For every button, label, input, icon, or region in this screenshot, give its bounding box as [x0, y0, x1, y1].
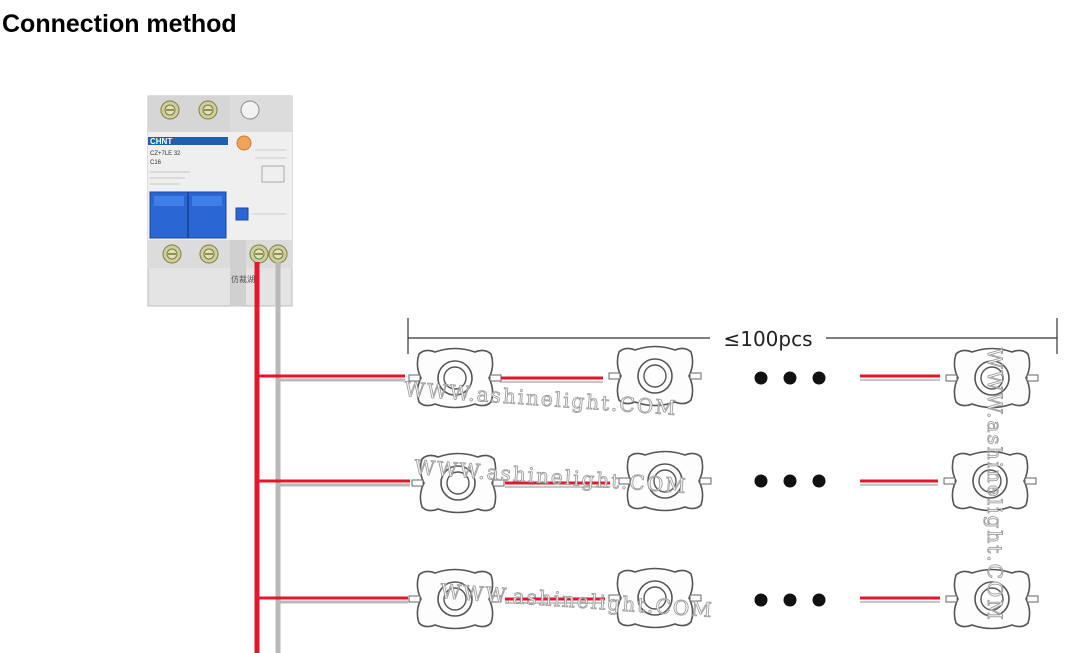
ellipsis-dot-icon [754, 474, 768, 488]
ellipsis-dot-icon [754, 371, 768, 385]
module-row-1 [257, 345, 1039, 409]
breaker-model: CZ+7LE 32 [150, 151, 181, 157]
circuit-breaker: CHNT CZ+7LE 32 C16 仿裁湖 [147, 95, 293, 307]
test-port-icon [240, 100, 260, 120]
ellipsis-dot-icon [783, 474, 797, 488]
module-row-2 [257, 450, 1037, 514]
breaker-rating: C16 [150, 160, 162, 166]
ellipsis-dot-icon [783, 593, 797, 607]
count-dimension-line: ≤100pcs [407, 318, 1058, 354]
ellipsis-dot-icon [812, 371, 826, 385]
test-button-icon [236, 135, 252, 151]
ellipsis-dot-icon [812, 593, 826, 607]
page-title: Connection method [2, 10, 237, 38]
ellipsis-dot-icon [754, 593, 768, 607]
terminal-screw-icon [162, 244, 182, 264]
breaker-side-label: 仿裁湖 [231, 274, 255, 284]
terminal-screw-icon [198, 100, 218, 120]
terminal-screw-icon [199, 244, 219, 264]
terminal-screw-icon [249, 244, 269, 264]
ellipsis-dot-icon [812, 474, 826, 488]
count-label: ≤100pcs [723, 327, 812, 351]
svg-text:WWW.ashinelight.COM: WWW.ashinelight.COM [983, 348, 1007, 622]
ellipsis-dot-icon [783, 371, 797, 385]
terminal-screw-icon [160, 100, 180, 120]
terminal-screw-icon [268, 244, 288, 264]
breaker-brand: CHNT [150, 137, 172, 146]
module-row-3 [257, 567, 1039, 630]
